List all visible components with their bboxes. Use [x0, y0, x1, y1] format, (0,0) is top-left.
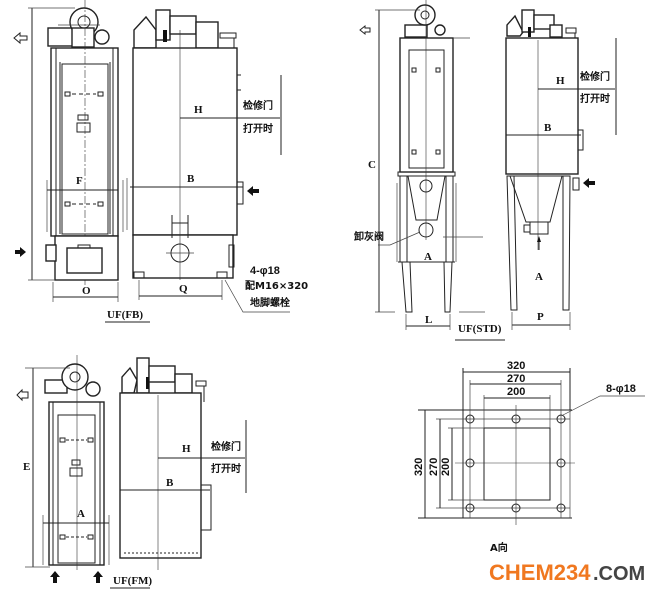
std-front-view: A C L 卸灰阀	[354, 0, 485, 330]
dim-label-l: L	[425, 314, 432, 326]
valve-label: 卸灰阀	[354, 230, 384, 243]
door-note-open: 检修门	[580, 70, 610, 83]
flange-dim-v-200: 200	[440, 458, 452, 476]
dim-label-h: H	[182, 443, 191, 455]
dim-label-q: Q	[179, 283, 188, 295]
caption-uf-std: UF(STD)	[458, 323, 502, 335]
dim-label-a: A	[77, 508, 85, 520]
inlet-arrow-icon	[15, 247, 26, 257]
flange-dim-h-270: 270	[507, 373, 525, 385]
outlet-arrow-icon	[13, 31, 28, 45]
dim-label-o: O	[82, 285, 91, 297]
dim-label-c: C	[368, 159, 376, 171]
watermark-suffix: .COM	[593, 563, 645, 585]
inlet-arrow-icon	[93, 571, 103, 583]
outlet-arrow-icon	[16, 388, 29, 402]
fan-motor-assembly	[133, 9, 238, 56]
inlet-arrow-icon	[50, 571, 60, 583]
dim-label-f: F	[76, 175, 83, 187]
flange-dim-v-270: 270	[428, 458, 440, 476]
flange-dim-h-320: 320	[507, 360, 525, 372]
dim-label-e: E	[23, 461, 30, 473]
watermark-brand: CHEM234	[489, 560, 591, 585]
fm-side-view: H 检修门 打开时 B	[119, 357, 247, 570]
door-note-when: 打开时	[243, 122, 273, 135]
bolt-holes	[465, 414, 566, 513]
flange-a-view: 320 270 200 320 270 200 8-φ18 A向	[413, 360, 645, 554]
fb-side-view: H 检修门 打开时 B Q 4-φ18 配M16×320 地脚螺栓	[126, 9, 308, 313]
flange-view-title: A向	[490, 541, 508, 554]
door-note-when: 打开时	[211, 462, 241, 475]
inlet-arrow-icon	[247, 186, 259, 196]
fb-front-view: F O	[13, 0, 124, 302]
dim-label-h: H	[194, 104, 203, 116]
caption-uf-fm: UF(FM)	[113, 575, 152, 587]
caption-uf-fb: UF(FB)	[107, 309, 143, 321]
outlet-arrow-icon	[359, 24, 371, 36]
inlet-arrow-icon	[583, 178, 595, 188]
std-side-view: H 检修门 打开时 B A P	[505, 9, 617, 330]
flange-holes-note: 8-φ18	[606, 383, 636, 395]
fan-assembly	[47, 7, 110, 48]
fm-front-view: E A	[16, 355, 110, 583]
door-note-when: 打开时	[580, 92, 610, 105]
dim-label-b: B	[166, 477, 174, 489]
dim-label-b: B	[187, 173, 195, 185]
door-note-open: 检修门	[211, 440, 241, 453]
bolt-note-holes: 4-φ18	[250, 265, 280, 277]
dim-label-h: H	[556, 75, 565, 87]
dim-label-p: P	[537, 311, 544, 323]
dim-label-b: B	[544, 122, 552, 134]
watermark-logo: CHEM234 .COM	[489, 560, 645, 585]
bolt-note-anchor: 地脚螺栓	[250, 296, 290, 309]
flange-dim-v-320: 320	[413, 458, 425, 476]
dim-label-a: A	[424, 251, 432, 263]
flange-dim-h-200: 200	[507, 386, 525, 398]
bolt-note-spec: 配M16×320	[245, 280, 308, 292]
door-note-open: 检修门	[243, 99, 273, 112]
view-arrow-label-a: A	[535, 271, 543, 283]
